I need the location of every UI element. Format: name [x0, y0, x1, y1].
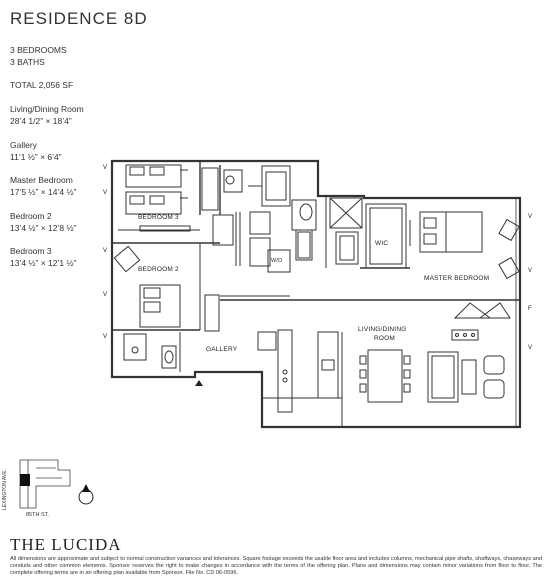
residence-title: RESIDENCE 8D	[10, 9, 148, 28]
room-dims-bedroom2: 13’4 ½” × 12’8 ½”	[10, 223, 77, 233]
view-marker: V	[103, 334, 108, 340]
view-marker: V	[528, 214, 533, 220]
view-marker: V	[528, 268, 533, 274]
plan-label-bedroom2: BEDROOM 2	[138, 266, 179, 273]
view-marker: F	[528, 306, 532, 312]
plan-label-wic: WIC	[375, 240, 389, 247]
room-name-master: Master Bedroom	[10, 175, 73, 185]
view-marker: V	[103, 292, 108, 298]
room-name-living: Living/Dining Room	[10, 104, 84, 114]
bath-count: 3 BATHS	[10, 57, 45, 67]
room-dims-bedroom3: 13’4 ½” × 12’1 ½”	[10, 258, 77, 268]
room-dims-master: 17’5 ½” × 14’4 ½”	[10, 187, 77, 197]
total-square-feet: TOTAL 2,056 SF	[10, 80, 74, 90]
plan-label-living: LIVING/DINING	[358, 326, 407, 333]
room-name-bedroom3: Bedroom 3	[10, 246, 52, 256]
plan-label-gallery: GALLERY	[206, 346, 238, 353]
street-label-lexington: LEXINGTON AVE.	[2, 469, 8, 510]
brand-name: THE LUCIDA	[10, 535, 122, 554]
room-name-bedroom2: Bedroom 2	[10, 211, 52, 221]
view-marker: V	[528, 345, 533, 351]
compass-north: N	[83, 494, 88, 500]
view-marker: V	[103, 165, 108, 171]
bedroom-count: 3 BEDROOMS	[10, 45, 67, 55]
room-dims-living: 28’4 1/2” × 18’4”	[10, 116, 72, 126]
view-marker: V	[103, 248, 108, 254]
plan-label-bedroom3: BEDROOM 3	[138, 214, 179, 221]
plan-label-living-room: ROOM	[374, 335, 396, 342]
legal-disclaimer: All dimensions are approximate and subje…	[10, 556, 542, 576]
room-dims-gallery: 11’1 ½” × 6’4”	[10, 152, 62, 162]
view-marker: V	[103, 190, 108, 196]
room-name-gallery: Gallery	[10, 140, 37, 150]
plan-label-master: MASTER BEDROOM	[424, 275, 490, 282]
plan-label-wd: W/D	[271, 258, 283, 264]
street-label-85th: 85TH ST.	[26, 512, 49, 518]
